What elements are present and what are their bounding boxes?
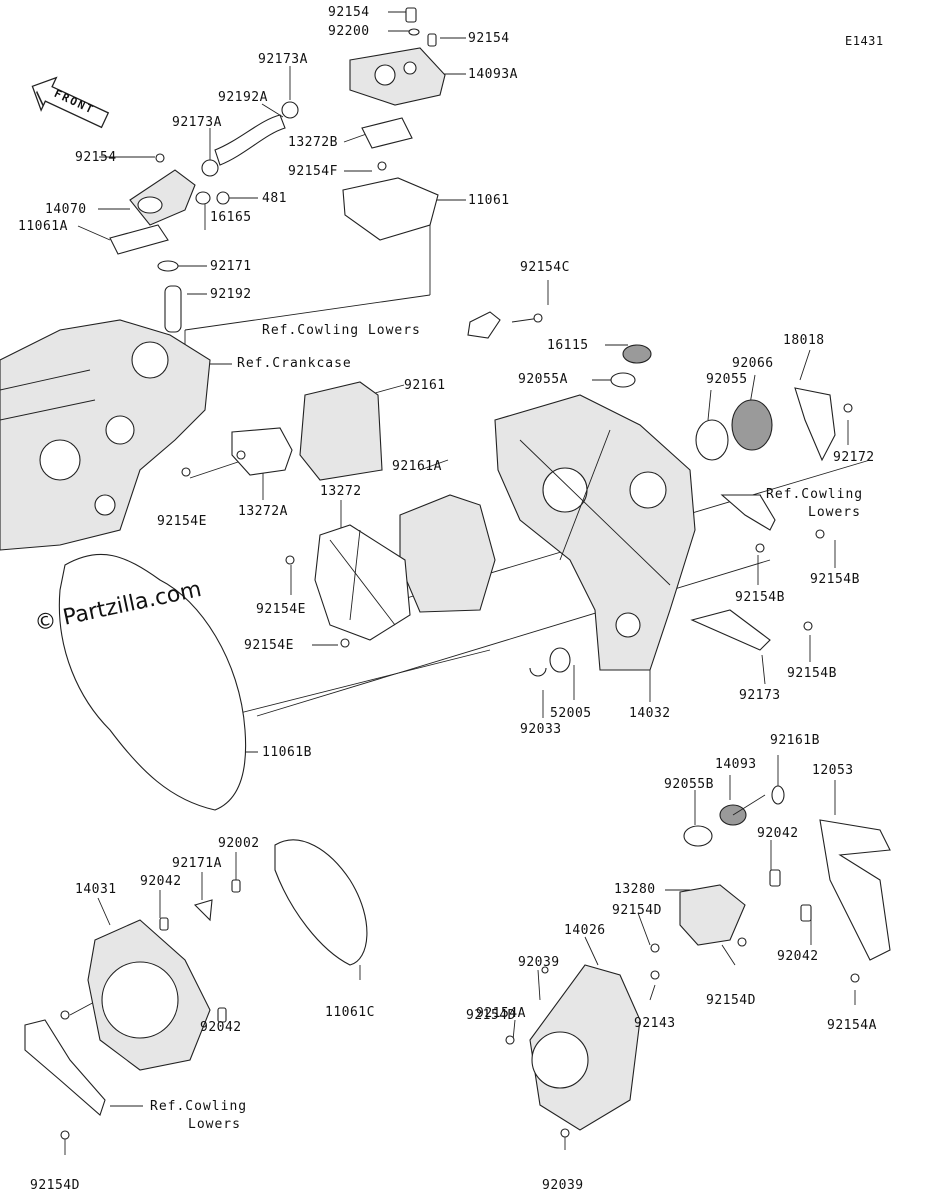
- callout-label: 13272B: [288, 135, 338, 150]
- callout-label: 92039: [542, 1178, 584, 1193]
- callout-label: 14026: [564, 923, 606, 938]
- gasket-11061b-drawing: [58, 553, 247, 811]
- callout-label: 13272: [320, 484, 362, 499]
- callout-label: 52005: [550, 706, 592, 721]
- callout-label: 92173: [739, 688, 781, 703]
- callout-label: 92033: [520, 722, 562, 737]
- callout-label: 92154C: [520, 260, 570, 275]
- callout-label: 13280: [614, 882, 656, 897]
- rubber-pads-drawing: [181, 381, 383, 481]
- callout-label: 92154E: [244, 638, 294, 653]
- callout-label: 92154E: [157, 514, 207, 529]
- callout-label: 92173A: [172, 115, 222, 130]
- callout-label: 481: [262, 191, 287, 206]
- callout-label: 92066: [732, 356, 774, 371]
- callout-label: 14070: [45, 202, 87, 217]
- callout-label: 92154D: [30, 1178, 80, 1193]
- callout-label: 92042: [757, 826, 799, 841]
- callout-label: 92192A: [218, 90, 268, 105]
- oil-pump-cover-drawing: [505, 785, 891, 1138]
- diagram-code: E1431: [845, 34, 884, 48]
- callout-label: 92154A: [476, 1006, 526, 1021]
- callout-label: 11061: [468, 193, 510, 208]
- callout-label: 92172: [833, 450, 875, 465]
- callout-label: 92154B: [735, 590, 785, 605]
- callout-label: 92154: [468, 31, 510, 46]
- callout-label: 14031: [75, 882, 117, 897]
- callout-label: 92042: [777, 949, 819, 964]
- callout-label: Ref.Cowling Lowers: [262, 323, 421, 338]
- callout-label: 13272A: [238, 504, 288, 519]
- callout-label: Ref.Cowling: [766, 487, 864, 502]
- callout-label: Ref.Cowling: [150, 1099, 248, 1114]
- callout-label: 92192: [210, 287, 252, 302]
- callout-label: Ref.Crankcase: [237, 356, 352, 371]
- callout-label: 92039: [518, 955, 560, 970]
- callout-label: 92154D: [706, 993, 756, 1008]
- callout-label: 92171: [210, 259, 252, 274]
- clutch-cover-drawing: [467, 311, 853, 677]
- callout-label: 16165: [210, 210, 252, 225]
- callout-label: 92042: [200, 1020, 242, 1035]
- callout-label: 92161A: [392, 459, 442, 474]
- callout-label: 18018: [783, 333, 825, 348]
- callout-label: 92154F: [288, 164, 338, 179]
- thermostat-housing-drawing: [342, 7, 446, 241]
- callout-label: 92154D: [466, 1008, 516, 1023]
- callout-label: 92154B: [810, 572, 860, 587]
- callout-label: 92143: [634, 1016, 676, 1031]
- callout-label: 92154E: [256, 602, 306, 617]
- hose-drawing: [109, 101, 299, 333]
- callout-label: 92042: [140, 874, 182, 889]
- callout-label: 92154B: [787, 666, 837, 681]
- callout-label: 92154A: [827, 1018, 877, 1033]
- callout-label: Lowers: [188, 1117, 241, 1132]
- callout-label: 92154: [75, 150, 117, 165]
- callout-label: 92055A: [518, 372, 568, 387]
- callout-label: 92161B: [770, 733, 820, 748]
- callout-label: 92173A: [258, 52, 308, 67]
- callout-label: 12053: [812, 763, 854, 778]
- callout-label: 11061A: [18, 219, 68, 234]
- callout-label: 14093A: [468, 67, 518, 82]
- callout-label: 11061C: [325, 1005, 375, 1020]
- callout-label: 92002: [218, 836, 260, 851]
- callout-label: 92161: [404, 378, 446, 393]
- callout-label: 92171A: [172, 856, 222, 871]
- callout-label: 14093: [715, 757, 757, 772]
- callout-label: 92055B: [664, 777, 714, 792]
- callout-label: 92154: [328, 5, 370, 20]
- callout-label: 14032: [629, 706, 671, 721]
- callout-label: 11061B: [262, 745, 312, 760]
- insulator-and-cover-drawing: [285, 494, 496, 648]
- generator-cover-drawing: [24, 839, 368, 1140]
- callout-label: 92055: [706, 372, 748, 387]
- front-arrow-icon: [31, 76, 110, 129]
- crankcase-drawing: [0, 319, 211, 551]
- callout-label: 92200: [328, 24, 370, 39]
- callout-label: Lowers: [808, 505, 861, 520]
- callout-label: 16115: [547, 338, 589, 353]
- callout-label: 92154D: [612, 903, 662, 918]
